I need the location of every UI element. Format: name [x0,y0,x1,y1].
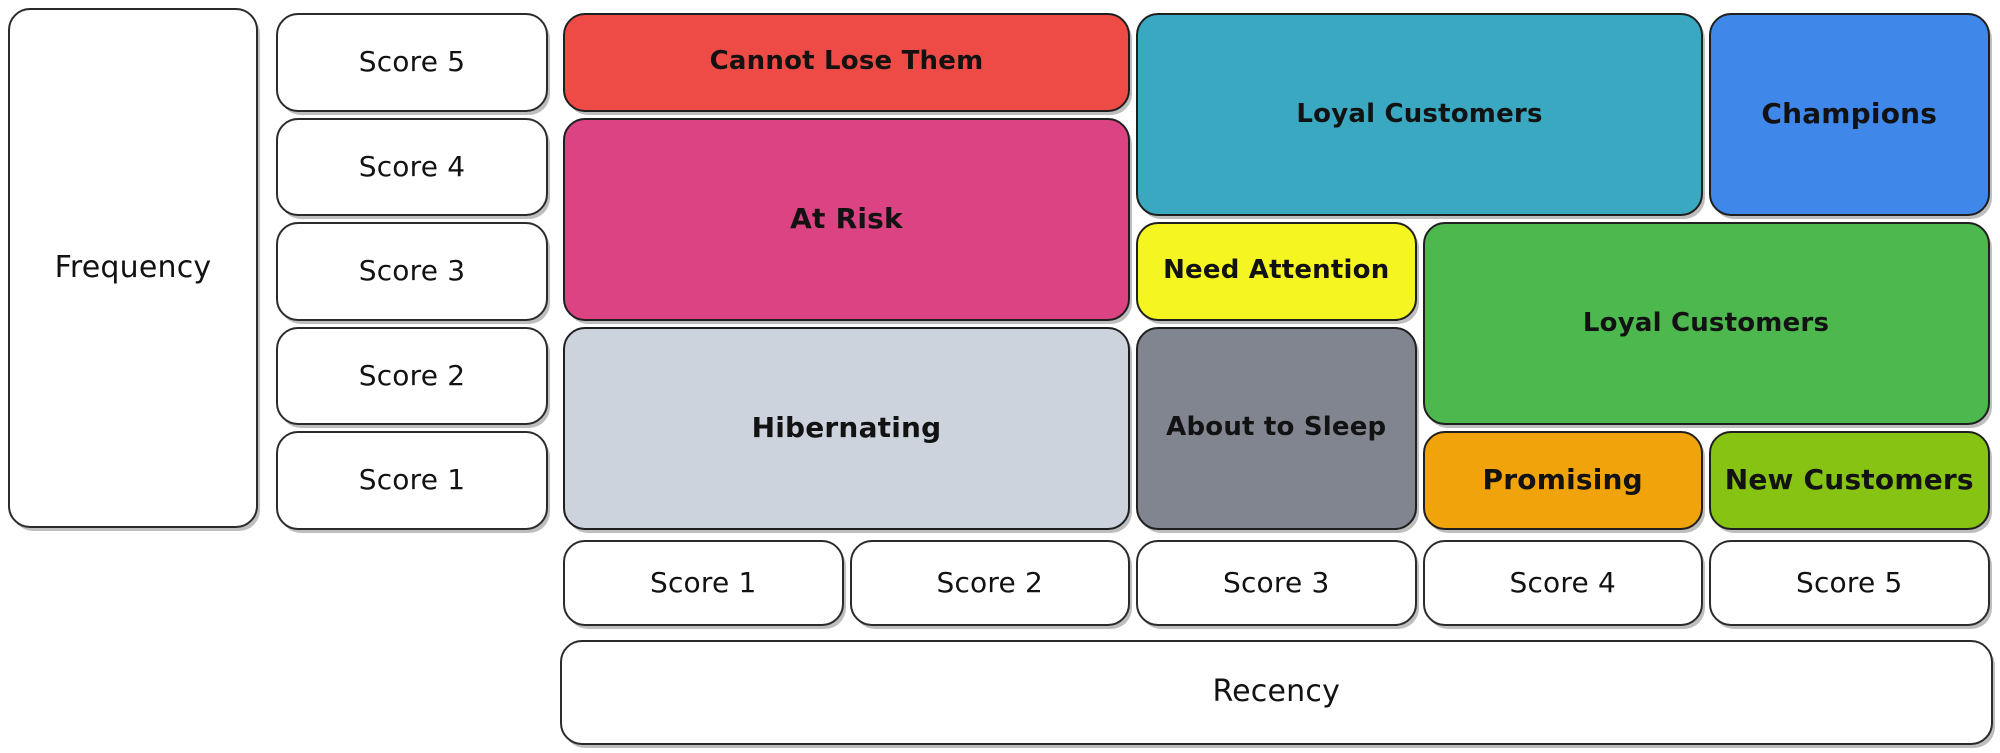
recency-score-tick[interactable]: Score 1 [563,540,844,626]
segment-block[interactable]: At Risk [563,117,1130,321]
segment-block[interactable]: Cannot Lose Them [563,13,1130,112]
frequency-axis-label: Frequency [8,8,258,528]
recency-score-tick[interactable]: Score 4 [1422,540,1703,626]
frequency-score-tick[interactable]: Score 5 [276,13,548,112]
recency-score-tick[interactable]: Score 2 [849,540,1130,626]
segment-block[interactable]: About to Sleep [1136,326,1417,530]
frequency-score-tick[interactable]: Score 1 [276,431,548,530]
segment-block[interactable]: Promising [1422,431,1703,530]
recency-score-tick[interactable]: Score 5 [1709,540,1990,626]
recency-score-tick[interactable]: Score 3 [1136,540,1417,626]
segment-block[interactable]: Hibernating [563,326,1130,530]
segment-block[interactable]: Need Attention [1136,222,1417,321]
segment-block[interactable]: New Customers [1709,431,1990,530]
frequency-score-tick[interactable]: Score 2 [276,326,548,425]
recency-axis-label: Recency [560,640,1993,745]
segment-block[interactable]: Loyal Customers [1422,222,1990,425]
frequency-score-tick[interactable]: Score 3 [276,222,548,321]
segment-block[interactable]: Loyal Customers [1136,13,1703,216]
segment-block[interactable]: Champions [1709,13,1990,216]
frequency-score-tick[interactable]: Score 4 [276,117,548,216]
